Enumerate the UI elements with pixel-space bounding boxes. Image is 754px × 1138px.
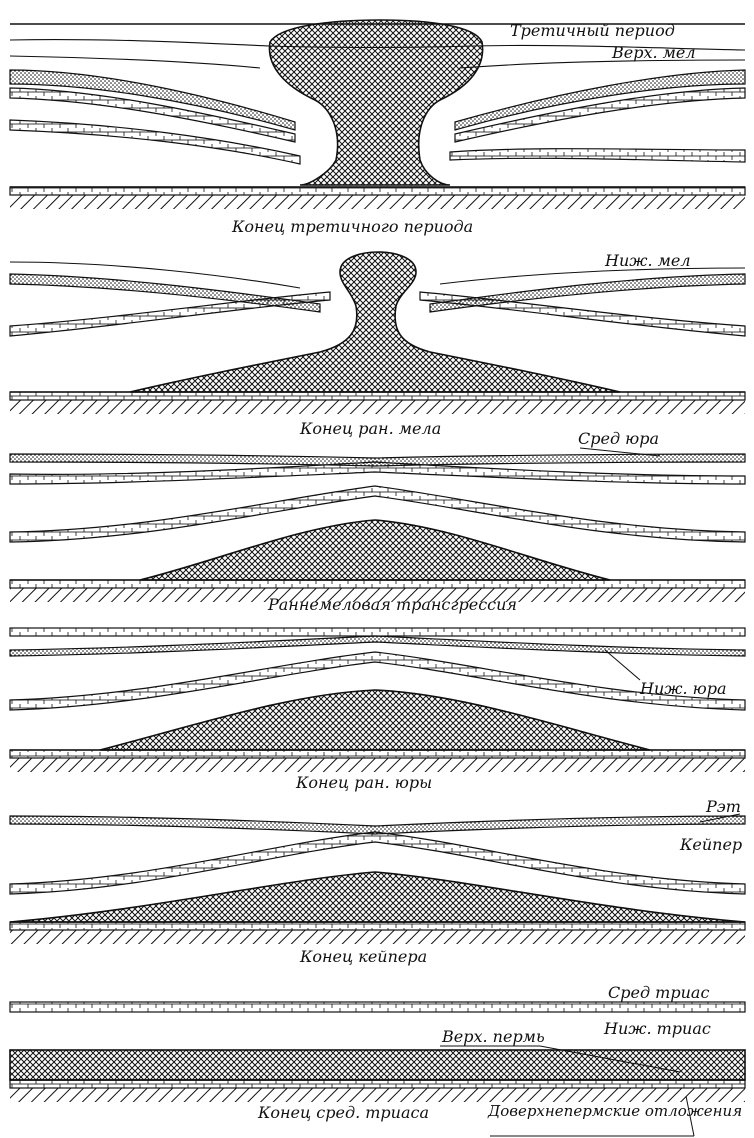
- panel-2: Ниж. мел Конец ран. мела: [10, 251, 745, 438]
- label-lower-jurassic: Ниж. юра: [639, 679, 726, 698]
- label-upper-permian: Верх. пермь: [441, 1027, 545, 1046]
- panel-5: Рэт Кейпер Конец кейпера: [10, 797, 745, 966]
- caption-end-middle-triassic: Конец сред. триаса: [257, 1103, 429, 1122]
- caption-end-tertiary: Конец третичного периода: [231, 217, 473, 236]
- label-rhaetian: Рэт: [705, 797, 741, 816]
- label-lower-triassic: Ниж. триас: [603, 1019, 711, 1038]
- panel-1: Третичный период Верх. мел Конец третичн…: [10, 20, 745, 236]
- label-middle-triassic: Сред триас: [608, 983, 709, 1002]
- panel-4: Ниж. юра Конец ран. юры: [10, 628, 745, 792]
- label-upper-cretaceous: Верх. мел: [611, 43, 696, 62]
- label-middle-jurassic: Сред юра: [578, 429, 659, 448]
- caption-early-cretaceous-transgression: Раннемеловая трансгрессия: [267, 595, 517, 614]
- label-keuper: Кейпер: [679, 835, 742, 854]
- panel-6: Сред триас Ниж. триас Верх. пермь Конец …: [10, 983, 745, 1136]
- label-pre-upper-permian-deposits: Доверхнепермские отложения: [487, 1102, 742, 1120]
- label-lower-cretaceous: Ниж. мел: [604, 251, 691, 270]
- label-tertiary-period: Третичный период: [510, 21, 675, 40]
- caption-end-early-cretaceous: Конец ран. мела: [299, 419, 441, 438]
- panel-3: Сред юра Раннемеловая трансгрессия: [10, 429, 745, 614]
- caption-end-early-jurassic: Конец ран. юры: [295, 773, 432, 792]
- caption-end-keuper: Конец кейпера: [299, 947, 427, 966]
